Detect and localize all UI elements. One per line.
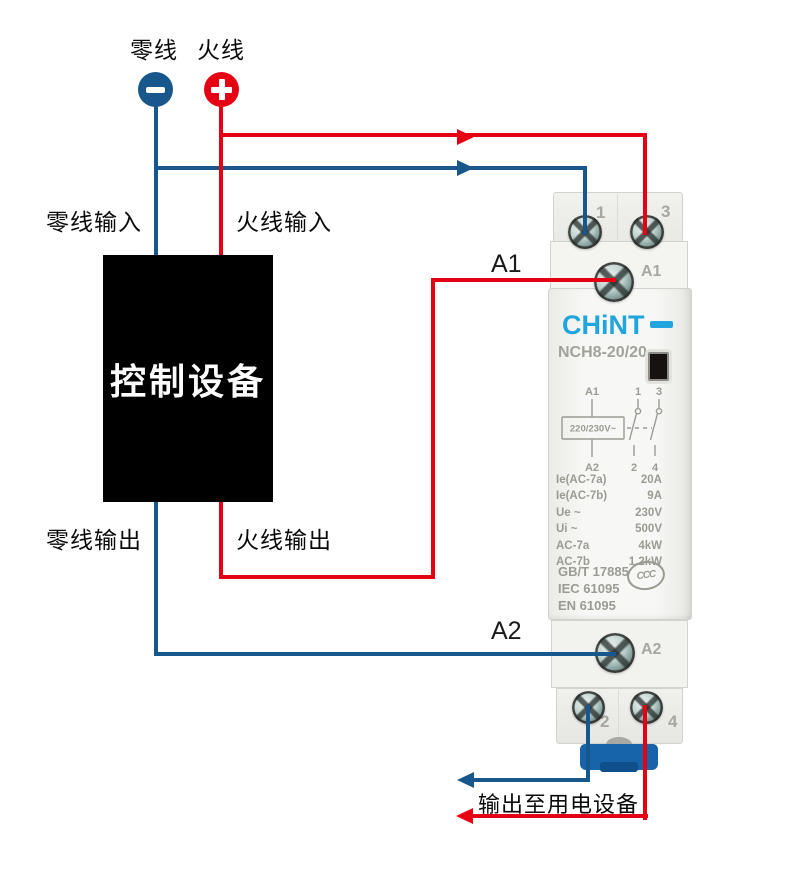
din-clip-notch [600,762,638,772]
neutral-wire-to-terminal-1 [583,168,587,235]
schematic-a2-label: A2 [585,462,599,474]
neutral-wire-output-down [586,705,590,782]
status-window [648,352,669,381]
neutral-wire-branch-top [154,166,587,170]
live-input-arrow-icon [457,129,474,145]
spec-label: Ui ~ [556,523,578,536]
schematic-3-label: 3 [656,386,662,398]
brand-dash-icon [650,321,673,328]
live-wire-to-a1 [431,278,616,282]
spec-row: AC-7b 1.2kW [556,554,662,570]
neutral-output-label: 零线输出 [46,527,142,553]
control-device-box: 控制设备 [103,255,273,502]
spec-label: AC-7a [556,539,590,552]
schematic-coil-label: 220/230V~ [570,424,617,435]
device-body [548,288,692,620]
live-wire-to-terminal-3 [643,135,647,235]
terminal-4-print: 4 [668,712,678,731]
a2-node-label: A2 [491,617,522,645]
terminal-a2-print: A2 [641,641,662,658]
certification-list: GB/T 17885 IEC 61095 EN 61095 [558,563,629,614]
terminal-a1-print: A1 [641,263,662,280]
control-device-label: 控制设备 [109,360,266,402]
output-to-load-label: 输出至用电设备 [478,792,640,817]
terminal-2-print: 2 [600,712,610,731]
spec-table: Ie(AC-7a) 20A Ie(AC-7b) 9A Ue ~ 230V Ui ~ 50… [556,472,662,570]
cert-gbt: GB/T 17885 [558,564,629,579]
live-wire-branch-top [219,133,647,137]
terminal-1-print: 1 [596,203,606,222]
spec-row: AC-7a 4kW [556,538,662,554]
spec-value: 9A [647,490,662,503]
neutral-pole-icon [138,72,173,107]
spec-value: 20A [640,474,662,486]
spec-label: AC-7b [556,556,590,569]
model-number: NCH8-20/20 [558,344,647,361]
live-wire-up [431,278,435,579]
live-output-label: 火线输出 [236,527,332,553]
device-seam [618,690,619,742]
live-output-arrow-icon [456,808,473,824]
printed-schematic: A1 1 3 220/230V~ A2 2 4 [561,386,663,474]
spec-row: Ie(AC-7a) 20A [556,472,662,488]
schematic-2-label: 2 [631,462,637,474]
spec-row: Ue ~ 230V [556,505,662,521]
terminal-3-print: 3 [661,202,671,221]
screw-terminal-a1 [594,262,634,302]
live-input-label: 火线输入 [236,209,332,235]
spec-value: 4kW [638,539,662,552]
device-seam [617,194,618,240]
schematic-4-label: 4 [652,462,659,474]
spec-row: Ui ~ 500V [556,521,662,537]
neutral-wire-output-left [468,778,590,782]
schematic-a1-label: A1 [585,386,599,398]
live-legend-label: 火线 [197,37,245,63]
live-wire-output-bottom [219,575,435,579]
spec-label: Ie(AC-7a) [556,474,607,486]
live-pole-icon [204,72,239,107]
spec-value: 230V [635,506,662,519]
schematic-1-label: 1 [635,386,641,398]
spec-row: Ie(AC-7b) 9A [556,488,662,504]
spec-value: 500V [635,523,662,536]
spec-value: 1.2kW [628,556,662,569]
plus-icon [211,79,232,100]
brand-logo: CHiNT [562,310,645,340]
neutral-output-arrow-icon [457,772,474,788]
spec-label: Ie(AC-7b) [556,490,608,503]
screw-terminal-3 [630,215,664,249]
live-wire-output-down [643,705,647,820]
a1-node-label: A1 [491,250,522,278]
neutral-input-arrow-icon [457,160,474,176]
neutral-legend-label: 零线 [130,37,178,63]
spec-label: Ue ~ [556,506,581,519]
neutral-wire-to-a2 [154,652,616,656]
live-wire-output-left [467,814,648,818]
neutral-input-label: 零线输入 [46,209,142,235]
cert-en: EN 61095 [558,598,616,613]
cert-iec: IEC 61095 [558,581,620,596]
minus-icon [146,86,165,93]
